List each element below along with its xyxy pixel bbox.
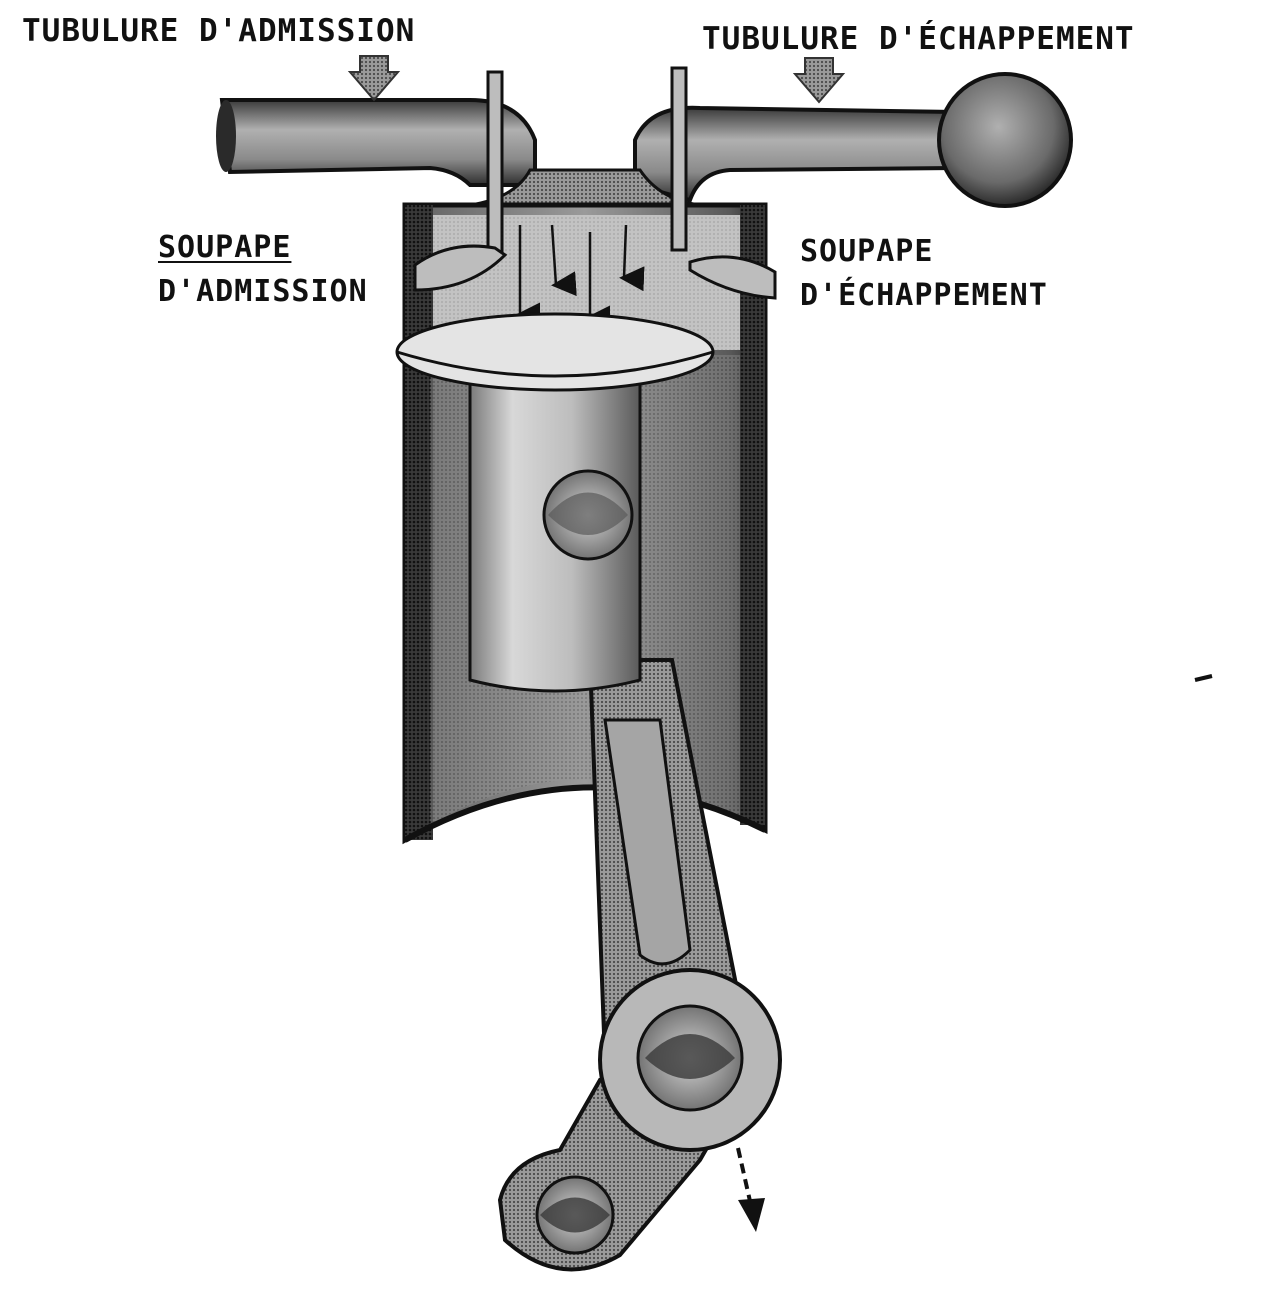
piston-pin bbox=[542, 469, 634, 561]
exhaust-valve-label-line2: D'ÉCHAPPEMENT bbox=[800, 277, 1048, 313]
intake-valve-label-line1: SOUPAPE bbox=[158, 230, 292, 265]
exhaust-pipe-label: TUBULURE D'ÉCHAPPEMENT bbox=[702, 21, 1135, 57]
intake-pipe bbox=[216, 98, 537, 187]
exhaust-pipe bbox=[633, 72, 1073, 208]
intake-flow-arrow-icon bbox=[515, 224, 645, 331]
intake-valve bbox=[413, 70, 508, 292]
intake-valve-label: SOUPAPE D'ADMISSION bbox=[158, 226, 368, 313]
exhaust-valve bbox=[670, 66, 777, 300]
crank-rotation-arrow-icon bbox=[736, 1147, 765, 1232]
down-arrow-icon bbox=[347, 55, 846, 104]
exhaust-valve-label-line1: SOUPAPE bbox=[800, 234, 934, 269]
intake-pipe-label: TUBULURE D'ADMISSION bbox=[22, 13, 416, 49]
print-speck bbox=[1194, 674, 1213, 682]
intake-valve-label-line2: D'ADMISSION bbox=[158, 273, 368, 309]
crankshaft bbox=[497, 968, 782, 1272]
exhaust-valve-label: SOUPAPE D'ÉCHAPPEMENT bbox=[800, 230, 1048, 317]
